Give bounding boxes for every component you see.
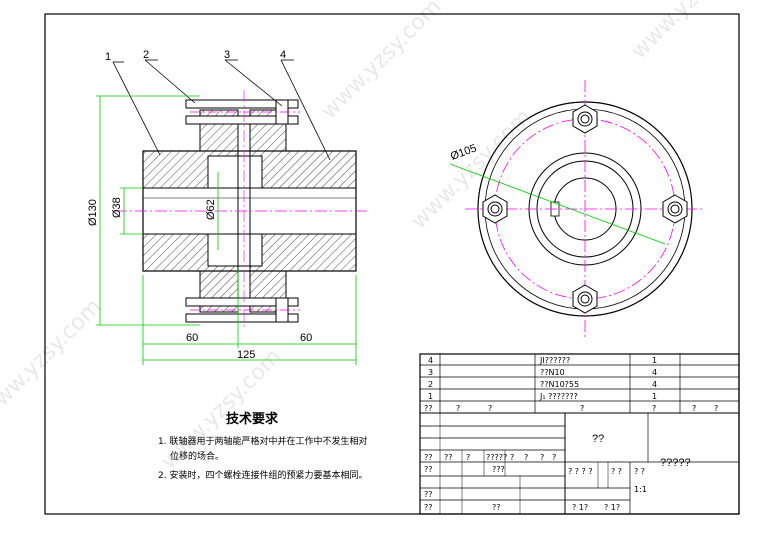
bom-header: ?: [692, 404, 696, 413]
drawing-title: ??: [592, 433, 604, 445]
watermark-text: www.yzsy.com: [627, 0, 757, 64]
sheet-border: [44, 13, 740, 515]
part-number-1: 1: [105, 51, 111, 63]
dim-bore-diameter: Ø38: [111, 197, 123, 218]
tech-requirements-title: 技术要求: [226, 411, 279, 427]
title-cell: ?: [466, 453, 470, 462]
dim-left-length: 60: [186, 332, 198, 344]
title-cell: ??: [424, 465, 433, 474]
tech-requirement-line: 2. 安装时，四个螺栓连接件组的预紧力要基本相同。: [158, 469, 367, 481]
title-block-grid: [420, 413, 739, 514]
bom-header: ?: [714, 404, 718, 413]
bom-no: 3: [428, 368, 433, 377]
title-cell: ? ?: [634, 467, 645, 476]
bom-header: ?: [652, 404, 656, 413]
dim-spigot-diameter: Ø62: [205, 199, 217, 220]
watermark-text: www.yzsy.com: [317, 0, 447, 124]
dim-outer-diameter: Ø130: [87, 199, 99, 226]
bom-qty: 4: [652, 380, 657, 389]
bom-no: 4: [428, 356, 433, 365]
bom-header: ?: [580, 404, 584, 413]
title-cell: ? 1?: [572, 503, 588, 512]
part-number-2: 2: [143, 49, 149, 61]
title-cell: ??: [492, 503, 501, 512]
drawing-number: ?????: [660, 457, 691, 469]
title-cell: ??: [444, 453, 453, 462]
bom-rows: 4 JI?????? 1 3 ??N10 4 2 ??N10?55 4 1 J₁…: [424, 356, 718, 413]
bom-header: ?: [456, 404, 460, 413]
watermark-text: www.yzsy.com: [407, 104, 537, 234]
bom-qty: 1: [652, 356, 657, 365]
title-cell: ???: [492, 465, 505, 474]
section-view: 1 2 3 4 Ø130 Ø38 Ø62 60 60: [87, 49, 370, 365]
bom-name: ??N10: [540, 368, 565, 377]
drawing-scale: 1:1: [634, 485, 647, 494]
title-cell: ?: [524, 453, 528, 462]
bom-header: ?: [488, 404, 492, 413]
title-cell: ?: [552, 453, 556, 462]
title-cell: ??: [424, 503, 433, 512]
watermark-text: www.yzsy.com: [0, 294, 107, 424]
title-block-text: ?? ????? 1:1 ?? ?? ? ????? ? ? ? ? ?? ??…: [424, 433, 691, 512]
dim-total-length: 125: [237, 349, 255, 361]
title-cell: ? 1?: [604, 503, 620, 512]
tech-requirements: 技术要求 1. 联轴器用于两轴能严格对中并在工作中不发生相对 位移的场合。 2.…: [158, 411, 367, 481]
bom-qty: 4: [652, 368, 657, 377]
part-number-3: 3: [224, 49, 230, 61]
title-cell: ? ? ? ?: [568, 467, 593, 476]
title-cell: ?????: [486, 453, 507, 462]
title-cell: ?: [510, 453, 514, 462]
tech-requirement-line: 位移的场合。: [170, 450, 224, 462]
dim-right-length: 60: [300, 332, 312, 344]
bom-qty: 1: [652, 392, 657, 401]
bom-table: [419, 353, 740, 515]
title-cell: ??: [424, 490, 433, 499]
title-cell: ? ?: [611, 467, 622, 476]
bom-name: J₁ ???????: [539, 392, 578, 401]
bom-name: ??N10?55: [540, 380, 579, 389]
title-cell: ?: [540, 453, 544, 462]
tech-requirement-line: 1. 联轴器用于两轴能严格对中并在工作中不发生相对: [158, 435, 367, 447]
watermark-layer: www.yzsy.com www.yzsy.com www.yzsy.com w…: [0, 0, 757, 474]
title-cell: ??: [424, 453, 433, 462]
bom-no: 1: [428, 392, 433, 401]
bom-no: 2: [428, 380, 433, 389]
bom-name: JI??????: [539, 356, 570, 365]
bom-header: ??: [424, 404, 433, 413]
end-view: Ø105: [449, 80, 705, 338]
part-number-4: 4: [280, 49, 286, 61]
